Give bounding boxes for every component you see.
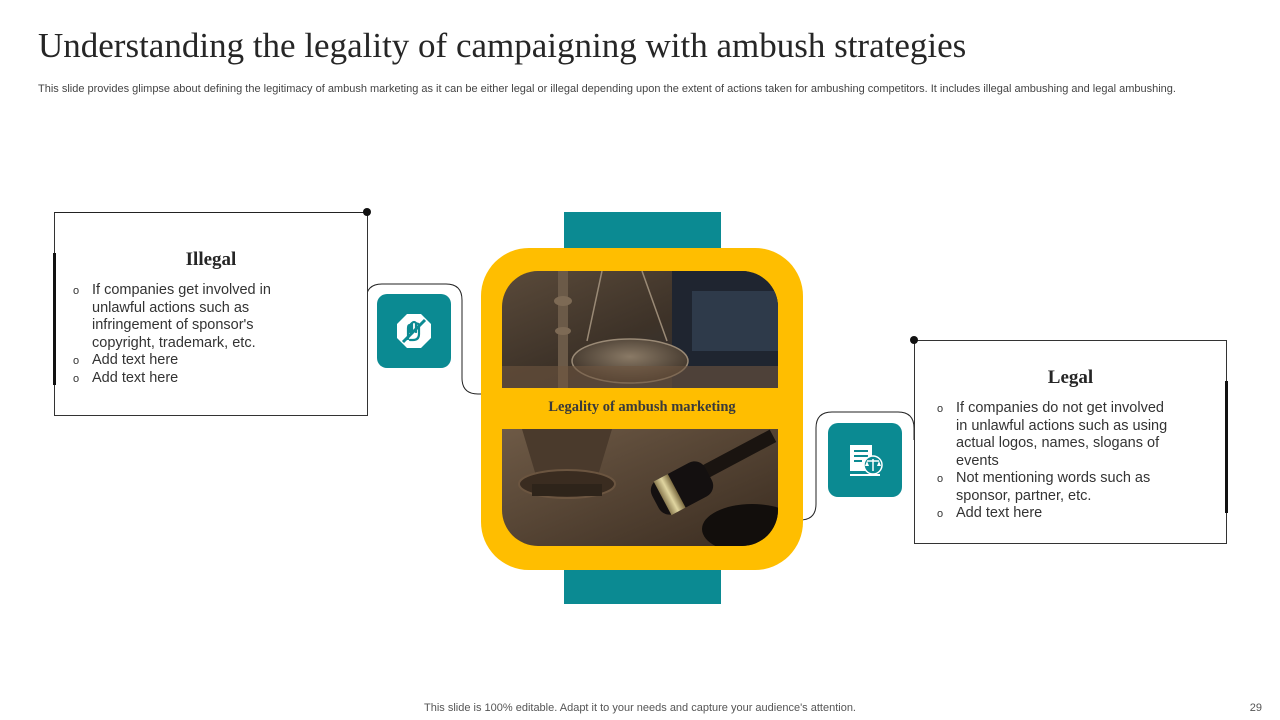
illegal-icon-box bbox=[377, 294, 451, 368]
illegal-heading: Illegal bbox=[185, 249, 237, 270]
slide-footer: This slide is 100% editable. Adapt it to… bbox=[424, 702, 856, 714]
card-accent bbox=[1225, 381, 1228, 513]
no-hand-icon bbox=[397, 314, 431, 348]
center-frame: Legality of ambush marketing bbox=[481, 248, 803, 570]
scales-photo bbox=[502, 271, 778, 388]
legal-icon-box bbox=[828, 423, 902, 497]
legal-document-icon bbox=[850, 445, 883, 476]
connector-dot bbox=[910, 336, 918, 344]
center-label: Legality of ambush marketing bbox=[548, 399, 736, 415]
slide-title: Understanding the legality of campaignin… bbox=[38, 26, 967, 65]
connector-dot bbox=[363, 208, 371, 216]
gavel-photo bbox=[502, 429, 778, 546]
card-accent bbox=[53, 253, 56, 385]
slide-subtitle: This slide provides glimpse about defini… bbox=[38, 83, 1176, 95]
legal-heading: Legal bbox=[1047, 367, 1094, 388]
page-number: 29 bbox=[1249, 702, 1262, 714]
